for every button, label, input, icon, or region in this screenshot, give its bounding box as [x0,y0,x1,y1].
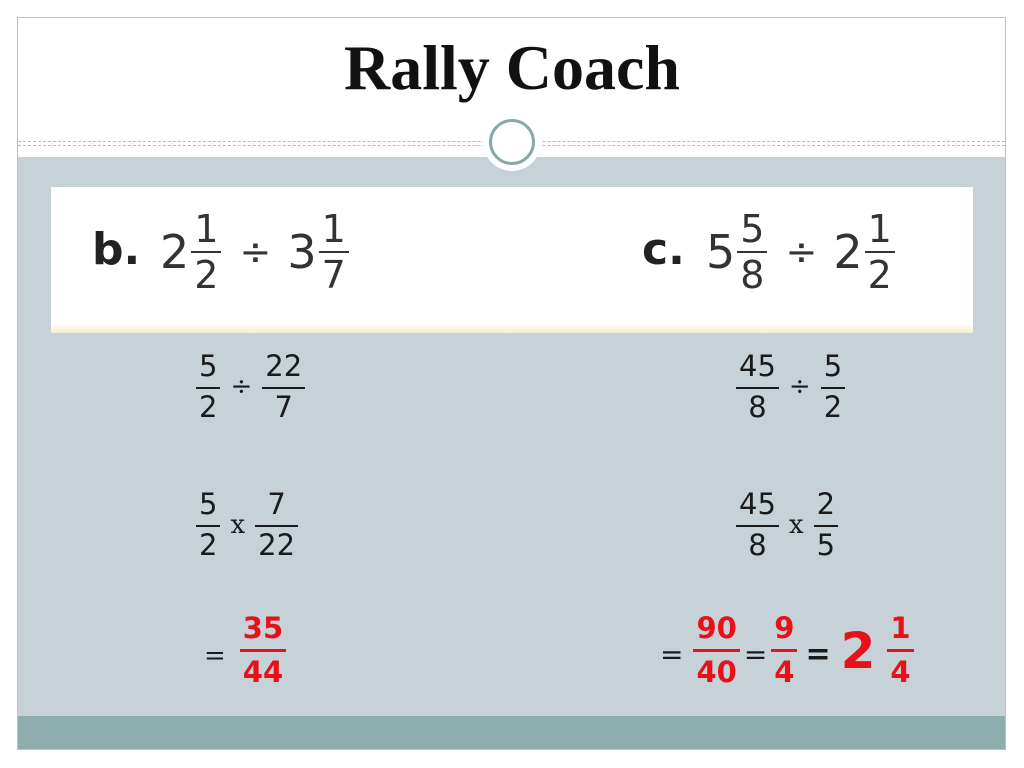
fraction-bar [736,525,779,527]
multiply-symbol: x [788,510,804,540]
fraction-bar [318,251,349,253]
denominator: 44 [242,655,284,689]
footer-bar [18,716,1005,749]
problem-c-fraction-2: 1 2 [864,207,895,297]
problem-b-label: b. [92,224,141,275]
fraction: 22 7 [262,349,306,424]
fraction: 1 4 [887,611,914,689]
denominator: 8 [740,253,765,297]
fraction-bar [820,387,846,389]
denominator: 2 [823,390,843,424]
numerator: 45 [739,349,776,383]
whole-number: 2 [840,621,876,680]
numerator: 5 [199,349,218,383]
numerator: 1 [321,207,346,251]
denominator: 8 [748,390,767,424]
fraction-bar [737,251,768,253]
divide-symbol: ÷ [230,372,253,402]
equals-symbol: = [743,638,768,671]
problem-b-whole-2: 3 [287,225,317,279]
numerator: 45 [739,487,776,521]
equals-symbol: = [660,638,684,671]
problem-c-whole-2: 2 [833,225,863,279]
numerator: 2 [816,487,836,521]
denominator: 2 [867,253,892,297]
answer-c-mixed-number: 2 1 4 [837,614,916,687]
problem-c-label: c. [642,224,685,275]
denominator: 4 [890,655,911,689]
divide-symbol: ÷ [785,230,818,274]
denominator: 5 [816,528,836,562]
numerator: 5 [823,349,843,383]
fraction-bar [693,649,740,652]
problem-c-whole-1: 5 [706,225,736,279]
numerator: 22 [265,349,303,383]
problem-b-whole-1: 2 [160,225,190,279]
fraction-bar [771,649,798,652]
problem-c-expression: 5 5 8 ÷ 2 1 2 [706,210,897,294]
numerator: 1 [890,611,911,645]
answer-b: 35 44 [238,614,288,687]
fraction: 90 40 [693,611,740,689]
divide-symbol: ÷ [239,230,272,274]
solution-b-result: = 35 44 [204,614,288,687]
solution-b-step-2: 5 2 x 7 22 [194,490,300,560]
solution-c-step-2: 45 8 x 2 5 [734,490,840,560]
fraction: 35 44 [239,611,287,689]
fraction-bar [736,387,779,389]
fraction-bar [262,387,306,389]
circle-ornament-ring-icon [489,119,535,165]
fraction-bar [864,251,895,253]
multiply-symbol: x [230,510,246,540]
equals-symbol-bold: = [805,637,831,672]
fraction: 45 8 [736,352,779,422]
denominator: 2 [199,390,218,424]
fraction-bar [191,251,222,253]
fraction-bar [196,387,221,389]
slide-title: Rally Coach [344,32,680,103]
fraction: 9 4 [771,611,798,689]
problem-c-fraction-1: 5 8 [737,207,768,297]
denominator: 2 [199,528,218,562]
denominator: 7 [321,253,346,297]
numerator: 1 [194,207,219,251]
denominator: 4 [774,655,795,689]
equals-symbol: = [204,640,226,671]
solution-b-step-1: 5 2 ÷ 22 7 [194,352,307,422]
denominator: 8 [748,528,767,562]
fraction-bar [239,649,287,652]
answer-c-step-b: 9 4 [769,614,799,687]
fraction-bar [196,525,221,527]
fraction: 5 2 [196,349,221,424]
fraction-bar [887,649,914,652]
numerator: 5 [740,207,765,251]
denominator: 2 [194,253,219,297]
numerator: 1 [867,207,892,251]
problem-b-fraction-1: 1 2 [191,207,222,297]
divide-symbol: ÷ [788,372,811,402]
solution-c-result: = 90 40 = 9 4 = 2 1 4 [660,614,916,687]
problem-b-expression: 2 1 2 ÷ 3 1 7 [160,210,351,294]
numerator: 5 [199,487,218,521]
answer-c-step-a: 90 40 [691,614,741,687]
fraction: 5 2 [820,349,846,424]
fraction-bar [255,525,299,527]
fraction: 5 2 [196,487,221,562]
numerator: 9 [774,611,795,645]
fraction-bar [813,525,839,527]
denominator: 40 [696,655,737,689]
fraction: 2 5 [813,487,839,562]
problem-b-fraction-2: 1 7 [318,207,349,297]
solution-c-step-1: 45 8 ÷ 5 2 [734,352,847,422]
problem-image-strip [51,187,973,333]
denominator: 22 [258,528,296,562]
numerator: 35 [242,611,284,645]
numerator: 90 [696,611,737,645]
fraction: 45 8 [736,490,779,560]
fraction: 7 22 [255,487,299,562]
numerator: 7 [267,487,286,521]
denominator: 7 [274,390,293,424]
